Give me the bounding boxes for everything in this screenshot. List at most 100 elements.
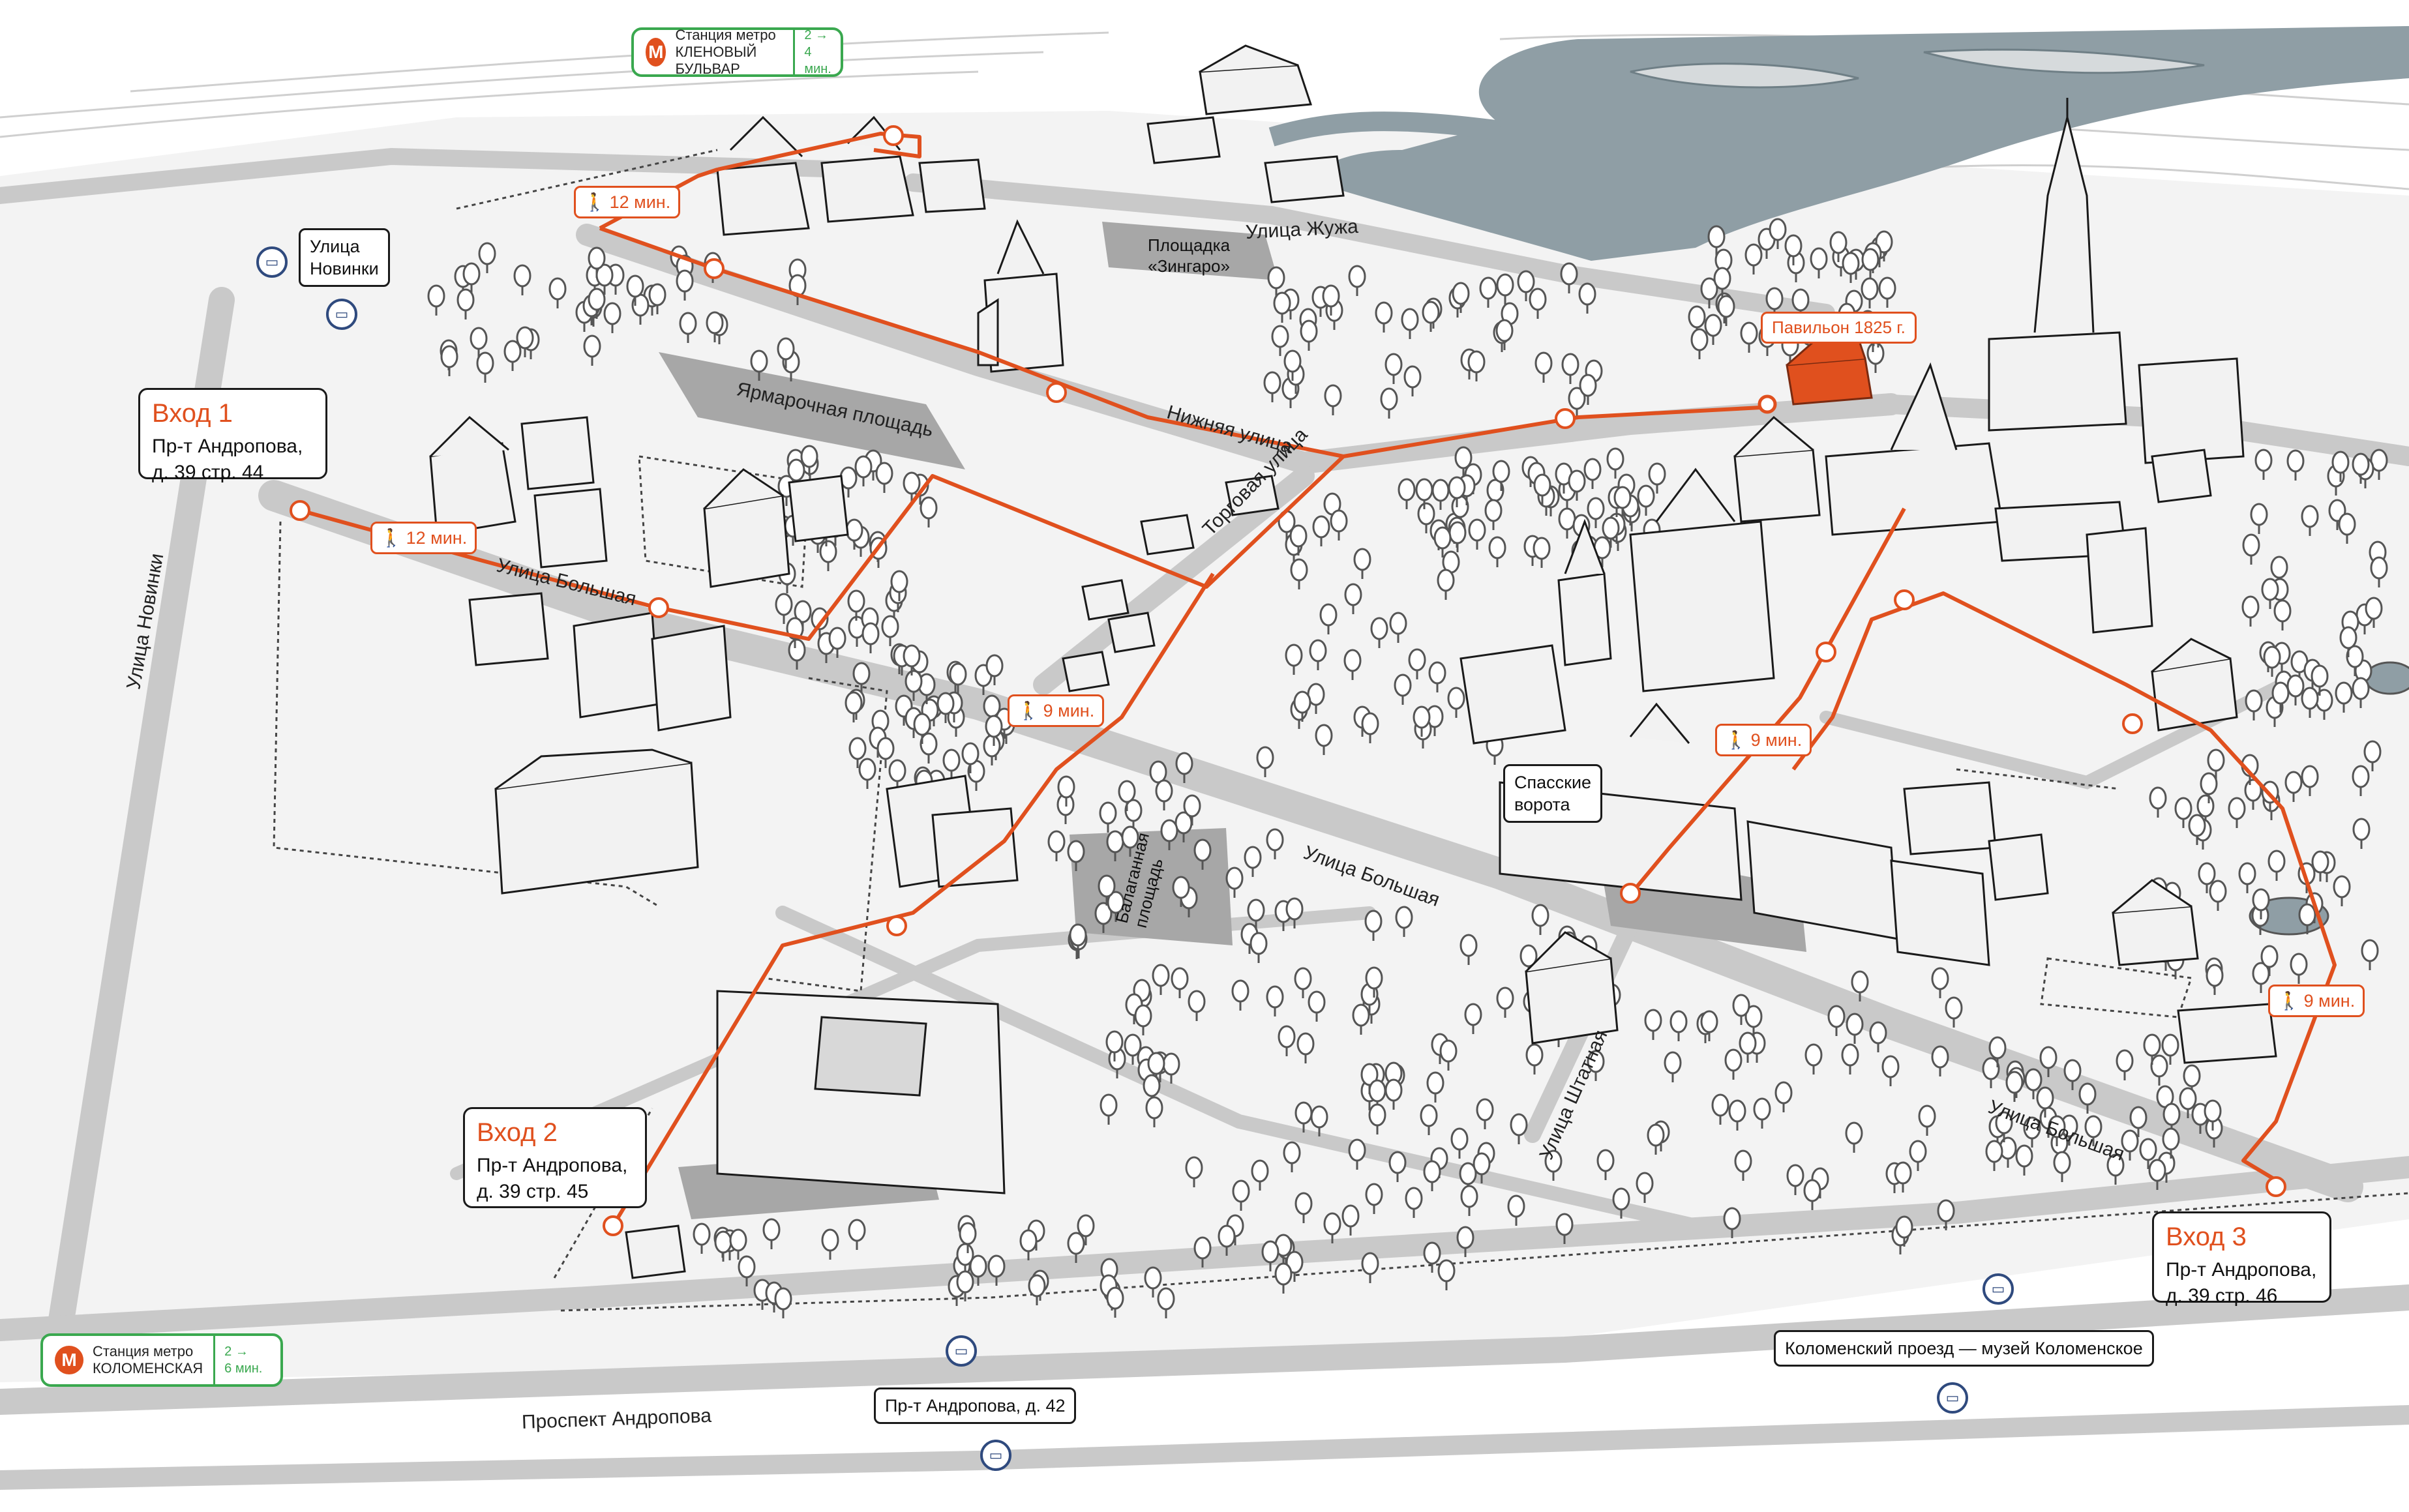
tree [1804,1043,1823,1067]
tree [903,644,921,668]
entry-3-callout[interactable]: Вход 3 Пр-т Андропова, д. 39 стр. 46 [2152,1211,2331,1307]
bus-stop-label-andropova-42[interactable]: Пр-т Андропова, д. 42 [874,1387,1077,1424]
entry-1-title: Вход 1 [152,399,233,428]
tree [603,302,621,325]
tree [1869,1021,1887,1045]
tree [1322,284,1340,308]
tree [905,670,923,693]
tree [1028,1274,1046,1297]
tree [1531,904,1549,927]
pavilion-label[interactable]: Павильон 1825 г. [1761,312,1917,344]
tree [2005,1071,2024,1094]
metro-callout-klenovy[interactable]: M Станция метро КЛЕНОВЫЙ БУЛЬВАР 2 → 4 м… [631,27,843,77]
tree [1266,828,1284,852]
tree [1152,964,1170,987]
tree [1285,897,1304,921]
tree [1525,1043,1544,1067]
bus-icon[interactable]: ▭ [1937,1382,1968,1414]
plaza-label-zingaro-line2: «Зингаро» [1148,256,1230,276]
tree [2053,1151,2071,1174]
plaza-zingaro [1102,222,1278,280]
tree [1690,328,1709,351]
tree [750,349,768,373]
tree [1293,690,1311,714]
tree [1982,1057,2000,1080]
tree [1644,1009,1662,1032]
walk-time-badge-north: 🚶12 мин. [574,186,681,218]
tree [788,638,806,662]
tree [1267,266,1285,289]
tree [2370,556,2388,580]
tree [1988,1036,2007,1060]
walk-time-badge-entry1: 🚶12 мин. [370,522,477,554]
tree [1454,446,1473,469]
tree [1803,1179,1821,1202]
tree [1637,484,1655,508]
tree [828,627,846,650]
tree [1533,537,1551,560]
tree [1348,1138,1366,1162]
bus-icon[interactable]: ▭ [946,1335,977,1367]
tree [1583,458,1602,481]
bus-stop-label-kolomensky[interactable]: Коломенский проезд — музей Коломенское [1774,1330,2154,1367]
tree [1106,1286,1124,1310]
entry-2-callout[interactable]: Вход 2 Пр-т Андропова, д. 39 стр. 45 [463,1107,647,1208]
tree [2162,1103,2181,1126]
tree [1664,1051,1682,1075]
tree [1069,923,1087,947]
tree [2260,945,2279,968]
tree [2245,689,2263,713]
bus-stop-label-novinki[interactable]: Улица Новинки [299,228,390,287]
tree [2267,850,2286,873]
tree [1296,1032,1315,1056]
tree [2150,1054,2168,1078]
tree [1488,536,1506,559]
tree [1713,267,1731,290]
entry-2-title: Вход 2 [477,1118,558,1147]
route-spasskie [1635,507,1906,888]
tree [1343,649,1362,672]
tree [2196,794,2215,818]
tree [2198,862,2216,885]
tree [1312,515,1330,539]
tree [1612,1187,1630,1211]
spasskie-gates-label[interactable]: Спасские ворота [1503,764,1603,823]
tree [1769,218,1787,241]
tree [777,337,795,361]
tree [983,734,1001,758]
tree [1324,384,1342,408]
route-north [599,226,1344,458]
tree [1496,986,1514,1010]
walk-time-badge-entry2: 🚶9 мин. [1008,694,1105,727]
tree [1124,799,1143,822]
tree [1341,1204,1360,1228]
tree [858,758,876,781]
tree [1067,840,1085,863]
tree [1263,371,1281,394]
tree [1405,1187,1423,1210]
bus-icon[interactable]: ▭ [256,246,288,278]
metro-callout-kolomenskaya[interactable]: M Станция метро КОЛОМЕНСКАЯ 2 → 6 мин. [40,1333,283,1387]
tree [1529,288,1547,311]
tree [1909,1140,1927,1163]
tree [1294,967,1312,990]
entry-1-address-line2: д. 39 стр. 44 [152,462,264,483]
tree [1019,1229,1038,1253]
tree [956,1270,974,1294]
tree [2301,765,2319,788]
tree [440,345,458,368]
tree [2333,875,2351,898]
bus-icon[interactable]: ▭ [980,1440,1011,1471]
tree [1918,1104,1936,1128]
buildings [429,44,2277,1279]
bus-icon[interactable]: ▭ [326,299,357,330]
tree [2263,645,2281,669]
tree [2301,687,2319,710]
bus-icon[interactable]: ▭ [1983,1273,2014,1305]
tree [1384,353,1403,376]
tree [1415,478,1433,501]
tree [1496,273,1514,297]
tree [1283,349,1302,373]
entry-1-callout[interactable]: Вход 1 Пр-т Андропова, д. 39 стр. 44 [138,388,327,483]
tree [2174,797,2192,820]
